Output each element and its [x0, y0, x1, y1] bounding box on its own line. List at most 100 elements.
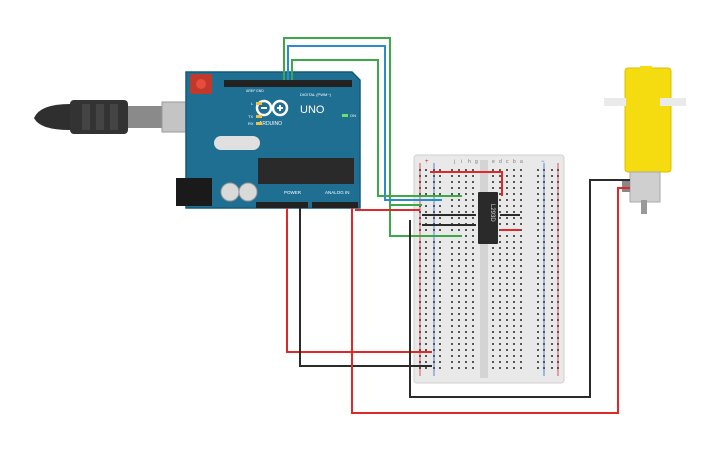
- breadboard-hole[interactable]: [506, 271, 508, 273]
- breadboard-hole[interactable]: [543, 271, 545, 273]
- breadboard-hole[interactable]: [551, 301, 553, 303]
- breadboard-hole[interactable]: [557, 295, 559, 297]
- breadboard-hole[interactable]: [451, 349, 453, 351]
- breadboard-hole[interactable]: [458, 193, 460, 195]
- breadboard-hole[interactable]: [557, 187, 559, 189]
- breadboard-hole[interactable]: [439, 307, 441, 309]
- breadboard-hole[interactable]: [425, 175, 427, 177]
- breadboard-hole[interactable]: [419, 319, 421, 321]
- breadboard-hole[interactable]: [472, 307, 474, 309]
- breadboard-hole[interactable]: [537, 235, 539, 237]
- breadboard-hole[interactable]: [419, 229, 421, 231]
- breadboard-hole[interactable]: [492, 355, 494, 357]
- breadboard-hole[interactable]: [458, 283, 460, 285]
- breadboard-hole[interactable]: [499, 181, 501, 183]
- breadboard-hole[interactable]: [520, 283, 522, 285]
- breadboard-hole[interactable]: [451, 247, 453, 249]
- breadboard-hole[interactable]: [425, 313, 427, 315]
- breadboard-hole[interactable]: [520, 229, 522, 231]
- breadboard-hole[interactable]: [433, 259, 435, 261]
- breadboard-hole[interactable]: [506, 319, 508, 321]
- breadboard-hole[interactable]: [520, 259, 522, 261]
- breadboard-hole[interactable]: [499, 313, 501, 315]
- breadboard-hole[interactable]: [451, 319, 453, 321]
- breadboard-hole[interactable]: [520, 187, 522, 189]
- breadboard-hole[interactable]: [492, 325, 494, 327]
- breadboard-hole[interactable]: [513, 313, 515, 315]
- analog-header[interactable]: [312, 202, 358, 208]
- breadboard-hole[interactable]: [513, 355, 515, 357]
- breadboard-hole[interactable]: [419, 295, 421, 297]
- breadboard-hole[interactable]: [499, 325, 501, 327]
- breadboard-hole[interactable]: [543, 367, 545, 369]
- breadboard-hole[interactable]: [513, 349, 515, 351]
- breadboard-hole[interactable]: [499, 169, 501, 171]
- breadboard-hole[interactable]: [465, 277, 467, 279]
- breadboard-hole[interactable]: [506, 175, 508, 177]
- breadboard-hole[interactable]: [492, 175, 494, 177]
- breadboard-hole[interactable]: [419, 271, 421, 273]
- dc-gear-motor[interactable]: [604, 66, 686, 214]
- breadboard-hole[interactable]: [425, 289, 427, 291]
- breadboard-hole[interactable]: [451, 193, 453, 195]
- breadboard-hole[interactable]: [439, 205, 441, 207]
- breadboard-hole[interactable]: [458, 301, 460, 303]
- breadboard-hole[interactable]: [543, 217, 545, 219]
- breadboard-hole[interactable]: [419, 325, 421, 327]
- breadboard-hole[interactable]: [499, 247, 501, 249]
- breadboard-hole[interactable]: [506, 223, 508, 225]
- breadboard-hole[interactable]: [506, 343, 508, 345]
- breadboard-hole[interactable]: [433, 277, 435, 279]
- breadboard-hole[interactable]: [425, 259, 427, 261]
- breadboard-hole[interactable]: [499, 211, 501, 213]
- breadboard-hole[interactable]: [499, 301, 501, 303]
- breadboard-hole[interactable]: [425, 343, 427, 345]
- breadboard-hole[interactable]: [472, 187, 474, 189]
- usb-cable[interactable]: [34, 100, 193, 134]
- breadboard-hole[interactable]: [506, 259, 508, 261]
- breadboard-hole[interactable]: [492, 295, 494, 297]
- breadboard-hole[interactable]: [433, 205, 435, 207]
- breadboard-hole[interactable]: [557, 169, 559, 171]
- breadboard-hole[interactable]: [465, 259, 467, 261]
- breadboard-hole[interactable]: [506, 241, 508, 243]
- breadboard-hole[interactable]: [451, 181, 453, 183]
- breadboard-hole[interactable]: [543, 313, 545, 315]
- breadboard-hole[interactable]: [433, 193, 435, 195]
- breadboard-hole[interactable]: [425, 337, 427, 339]
- breadboard-hole[interactable]: [537, 211, 539, 213]
- breadboard-hole[interactable]: [433, 289, 435, 291]
- breadboard-hole[interactable]: [506, 361, 508, 363]
- breadboard-hole[interactable]: [543, 301, 545, 303]
- breadboard-hole[interactable]: [499, 295, 501, 297]
- breadboard-hole[interactable]: [472, 169, 474, 171]
- breadboard-hole[interactable]: [465, 349, 467, 351]
- breadboard-hole[interactable]: [439, 271, 441, 273]
- breadboard-hole[interactable]: [465, 253, 467, 255]
- breadboard-hole[interactable]: [433, 241, 435, 243]
- breadboard-hole[interactable]: [419, 247, 421, 249]
- breadboard-hole[interactable]: [439, 259, 441, 261]
- breadboard-hole[interactable]: [543, 361, 545, 363]
- breadboard-hole[interactable]: [543, 229, 545, 231]
- breadboard-hole[interactable]: [433, 283, 435, 285]
- breadboard-hole[interactable]: [465, 217, 467, 219]
- breadboard-hole[interactable]: [499, 337, 501, 339]
- breadboard-hole[interactable]: [513, 271, 515, 273]
- breadboard-hole[interactable]: [551, 337, 553, 339]
- breadboard-hole[interactable]: [492, 253, 494, 255]
- breadboard-hole[interactable]: [537, 181, 539, 183]
- breadboard-hole[interactable]: [520, 367, 522, 369]
- breadboard-hole[interactable]: [537, 289, 539, 291]
- breadboard-hole[interactable]: [458, 319, 460, 321]
- breadboard-hole[interactable]: [439, 367, 441, 369]
- breadboard-hole[interactable]: [537, 253, 539, 255]
- breadboard-hole[interactable]: [451, 211, 453, 213]
- breadboard-hole[interactable]: [492, 307, 494, 309]
- breadboard-hole[interactable]: [451, 295, 453, 297]
- breadboard-hole[interactable]: [513, 253, 515, 255]
- breadboard-hole[interactable]: [506, 205, 508, 207]
- breadboard-hole[interactable]: [419, 331, 421, 333]
- breadboard-hole[interactable]: [433, 325, 435, 327]
- breadboard-hole[interactable]: [551, 361, 553, 363]
